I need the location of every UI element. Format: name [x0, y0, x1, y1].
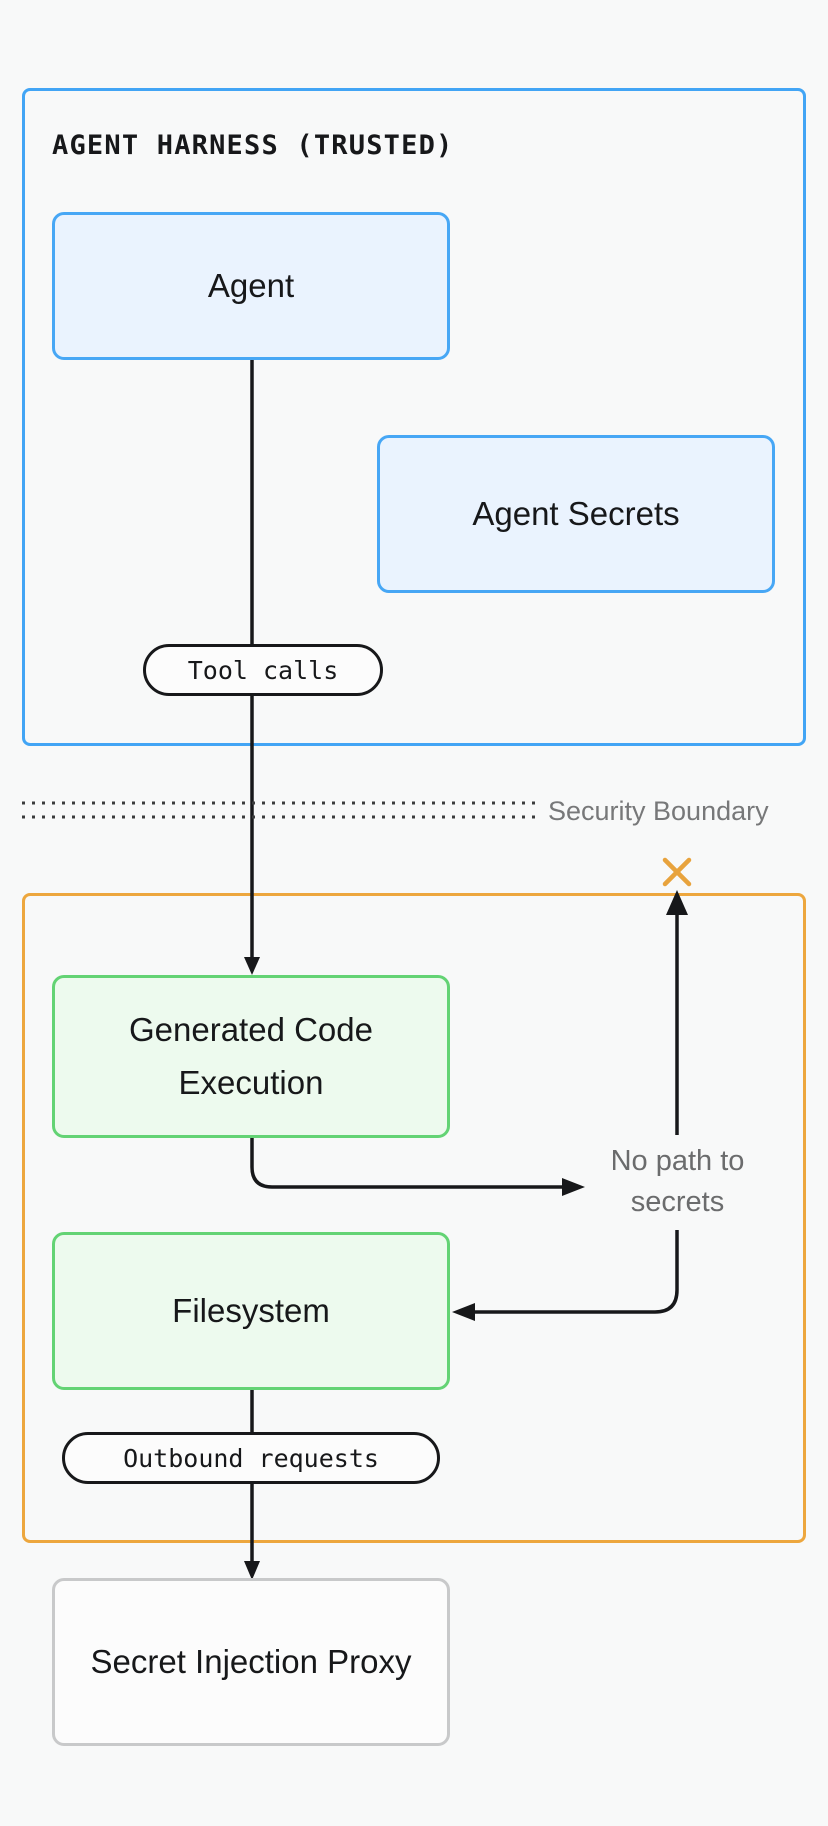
security-boundary-label: Security Boundary: [548, 796, 769, 826]
edge-label-tool-calls-text: Tool calls: [187, 655, 339, 685]
node-agent-secrets-label: Agent Secrets: [472, 494, 680, 532]
edge-label-outbound-requests: Outbound requests: [62, 1432, 440, 1484]
node-agent-secrets[interactable]: Agent Secrets: [377, 435, 775, 593]
node-secret-injection-proxy[interactable]: Secret Injection Proxy: [52, 1578, 450, 1746]
node-secret-injection-proxy-label: Secret Injection Proxy: [90, 1642, 412, 1680]
cluster-sandbox-untrusted: [22, 893, 806, 1543]
edge-label-tool-calls: Tool calls: [143, 644, 383, 696]
edge-label-outbound-requests-text: Outbound requests: [123, 1443, 379, 1473]
node-filesystem-label: Filesystem: [172, 1291, 330, 1329]
node-generated-code-execution[interactable]: Generated Code Execution: [52, 975, 450, 1138]
cluster-agent-harness-trusted: [22, 88, 806, 746]
security-boundary-line: [22, 801, 537, 819]
node-agent[interactable]: Agent: [52, 212, 450, 360]
node-filesystem[interactable]: Filesystem: [52, 1232, 450, 1390]
blocked-x-icon: [662, 857, 692, 887]
cluster-title-trusted: AGENT HARNESS (TRUSTED): [52, 130, 454, 161]
node-agent-label: Agent: [207, 266, 295, 304]
no-path-to-secrets-label: No path to secrets: [610, 1145, 745, 1219]
node-generated-code-execution-label: Generated Code Execution: [128, 1010, 373, 1101]
